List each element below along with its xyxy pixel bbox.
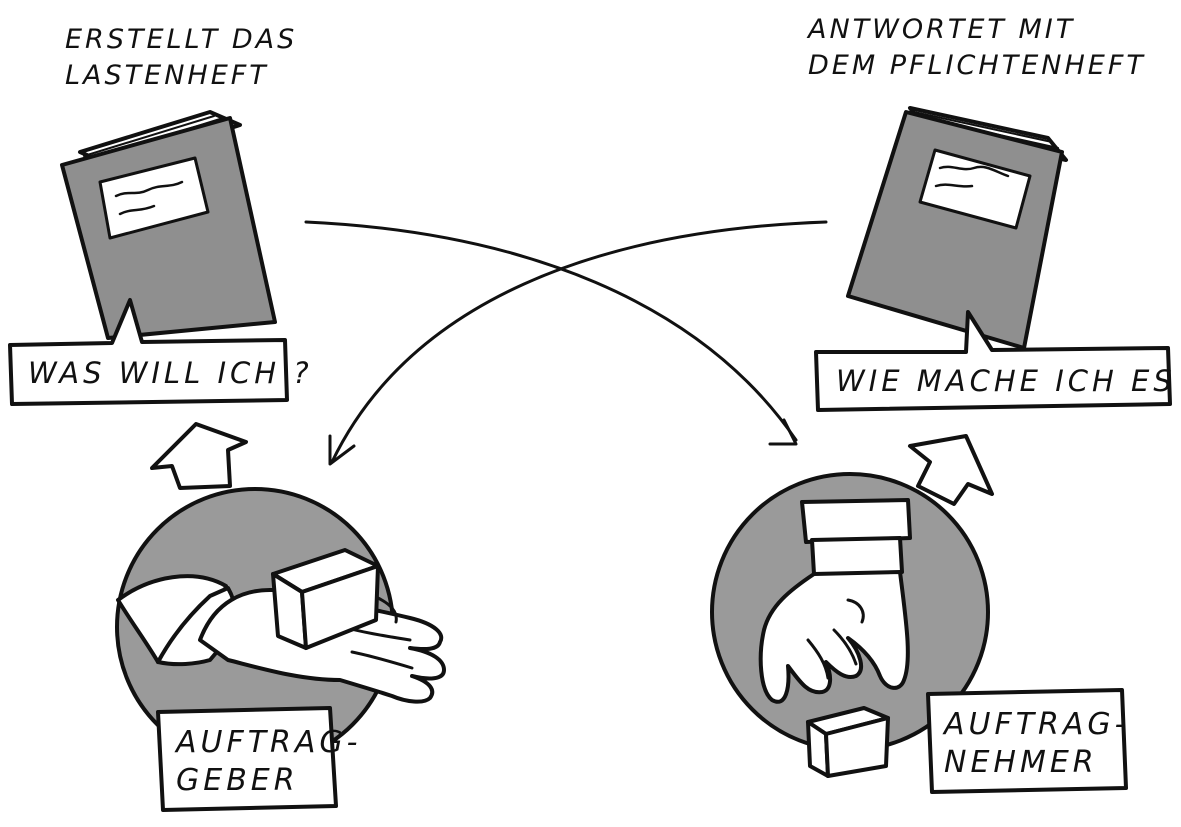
left-speech-bubble: WAS WILL ICH ?: [8, 298, 313, 406]
right-up-arrow-icon: [908, 434, 994, 506]
auftragnehmer-label: AUFTRAG- NEHMER: [926, 688, 1130, 794]
giving-hand-icon: [116, 574, 446, 704]
right-caption-line1: ANTWORTET MIT: [806, 14, 1075, 45]
left-cube-icon: [271, 548, 380, 650]
auftraggeber-label-line1: AUFTRAG-: [174, 725, 362, 760]
lastenheft-book-icon: [60, 110, 277, 340]
right-cube-icon: [806, 706, 890, 778]
right-speech-bubble: WIE MACHE ICH ES ?: [814, 310, 1181, 412]
right-caption-line2: DEM PFLICHTENHEFT: [808, 50, 1146, 81]
left-caption-line2: LASTENHEFT: [65, 60, 269, 91]
auftragnehmer-label-line2: NEHMER: [944, 745, 1098, 780]
right-caption: ANTWORTET MIT DEM PFLICHTENHEFT: [806, 14, 1146, 81]
grabbing-hand-icon: [758, 498, 912, 704]
auftraggeber-label-line2: GEBER: [176, 763, 299, 798]
left-bubble-text: WAS WILL ICH ?: [28, 356, 313, 390]
right-bubble-text: WIE MACHE ICH ES ?: [836, 364, 1181, 398]
left-caption: ERSTELLT DAS LASTENHEFT: [65, 24, 297, 91]
auftraggeber-label: AUFTRAG- GEBER: [156, 706, 362, 812]
left-up-arrow-icon: [150, 422, 248, 490]
pflichtenheft-to-auftraggeber-arrow: [328, 220, 828, 466]
pflichtenheft-book-icon: [846, 106, 1068, 350]
lastenheft-to-auftragnehmer-arrow: [304, 220, 798, 446]
auftragnehmer-label-line1: AUFTRAG-: [942, 707, 1130, 742]
left-caption-line1: ERSTELLT DAS: [65, 24, 297, 55]
